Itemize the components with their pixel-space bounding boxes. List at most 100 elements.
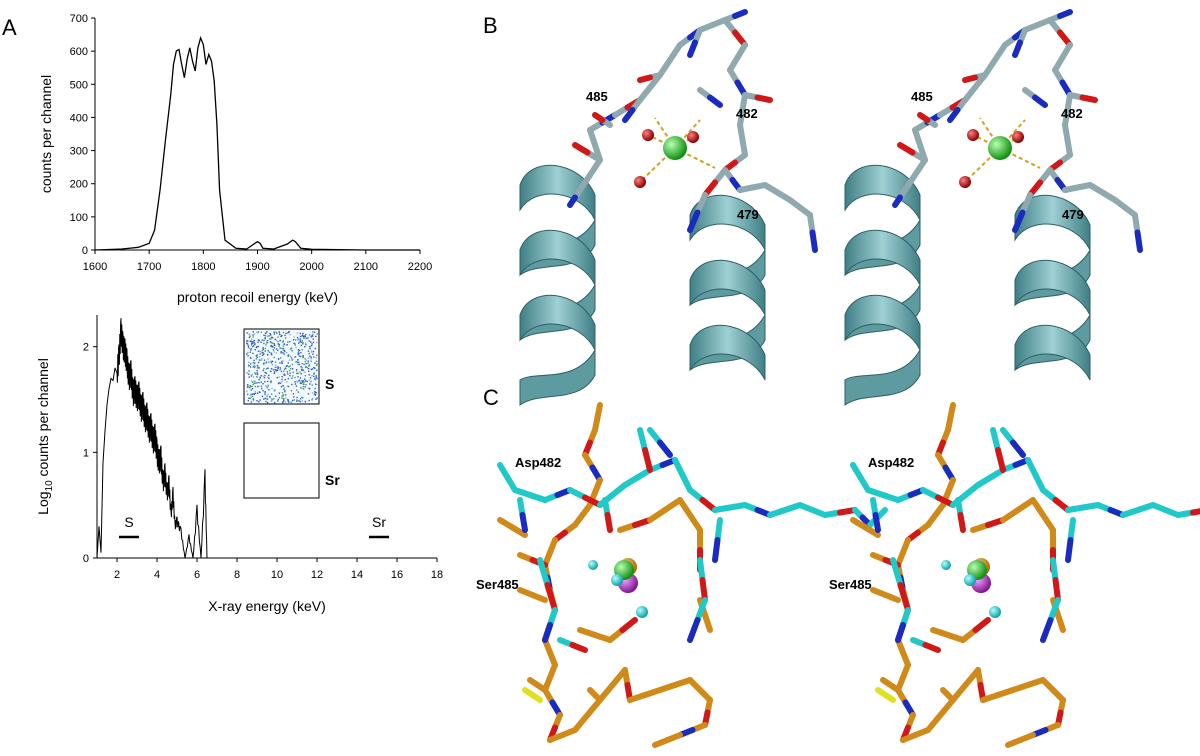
inset-pixel	[261, 351, 263, 354]
bond-stick	[592, 112, 606, 123]
inset-pixel	[293, 396, 295, 398]
inset-pixel	[283, 398, 285, 400]
inset-pixel	[262, 352, 264, 354]
inset-pixel	[314, 394, 317, 396]
inset-pixel	[285, 367, 287, 370]
inset-pixel	[310, 357, 313, 360]
inset-pixel	[287, 399, 289, 401]
inset-pixel	[246, 372, 249, 374]
inset-pixel	[270, 345, 272, 347]
inset-pixel	[278, 345, 280, 347]
inset-pixel	[314, 362, 316, 364]
x-tick-label: 8	[234, 569, 240, 581]
x-tick-label: 1700	[137, 261, 161, 273]
coordination-bond	[654, 117, 676, 149]
inset-pixel	[254, 381, 256, 383]
inset-pixel	[291, 350, 293, 352]
inset-pixel	[253, 359, 255, 362]
inset-pixel	[279, 367, 282, 369]
inset-pixel	[248, 397, 250, 399]
inset-pixel	[309, 355, 311, 357]
helix-ribbon	[519, 164, 596, 406]
bond-stick	[509, 524, 528, 538]
element-marker-label: Sr	[372, 514, 386, 530]
ion-cyan	[964, 574, 976, 586]
inset-pixel	[307, 368, 310, 370]
inset-pixel	[265, 332, 267, 334]
inset-pixel	[312, 333, 314, 335]
inset-pixel	[264, 397, 266, 400]
inset-pixel	[305, 343, 307, 346]
inset-pixel	[267, 354, 269, 356]
inset-frame	[243, 422, 320, 499]
inset-pixel	[288, 369, 291, 372]
inset-pixel	[270, 334, 272, 336]
ion-cyan	[636, 606, 648, 618]
inset-pixel	[307, 360, 309, 362]
bond-stick	[895, 622, 906, 643]
inset-pixel	[313, 366, 315, 369]
inset-pixel	[279, 369, 281, 371]
inset-pixel	[252, 342, 254, 344]
bond-stick	[962, 74, 978, 83]
inset-pixel	[304, 375, 307, 377]
bond-stick	[714, 517, 723, 543]
inset-pixel	[247, 340, 249, 342]
inset-pixel	[257, 361, 260, 364]
inset-pixel	[257, 331, 260, 333]
bond-stick	[1005, 737, 1024, 748]
inset-pixel	[255, 358, 258, 360]
inset-pixel	[308, 399, 310, 402]
inset-pixel	[272, 345, 274, 348]
inset-pixel	[280, 370, 283, 373]
inset-pixel	[282, 331, 285, 334]
water-oxygen	[959, 176, 971, 188]
inset-pixel	[295, 361, 297, 363]
inset-pixel	[262, 375, 264, 377]
inset-pixel	[252, 334, 254, 336]
inset-pixel	[277, 349, 279, 351]
inset-pixel	[247, 347, 250, 349]
inset-pixel	[287, 332, 289, 334]
inset-pixel	[266, 386, 268, 388]
water-oxygen	[967, 129, 979, 141]
inset-pixel	[252, 345, 255, 347]
inset-pixel	[271, 346, 273, 348]
inset-pixel	[316, 363, 318, 365]
bond-stick	[957, 512, 966, 533]
inset-pixel	[281, 380, 283, 383]
y-tick-label: 1	[83, 447, 89, 459]
inset-pixel	[254, 366, 256, 369]
inset-pixel	[280, 352, 282, 354]
inset-pixel	[250, 375, 253, 377]
inset-pixel	[297, 372, 299, 375]
panel-label-b: B	[483, 13, 498, 38]
inset-pixel	[265, 344, 267, 346]
inset-pixel	[315, 375, 317, 377]
inset-pixel	[286, 365, 288, 367]
inset-pixel	[273, 343, 275, 345]
residue-label: Asp482	[515, 455, 561, 470]
inset-pixel	[274, 389, 276, 391]
inset-pixel	[308, 370, 310, 372]
inset-pixel	[312, 350, 315, 353]
bond-stick	[945, 692, 956, 703]
inset-pixel	[250, 344, 253, 346]
inset-pixel	[309, 388, 311, 390]
inset-pixel	[250, 340, 252, 343]
inset-pixel	[279, 333, 281, 336]
inset-pixel	[263, 334, 265, 336]
inset-pixel	[291, 359, 293, 361]
bond-stick	[992, 42, 1008, 63]
inset-pixel	[270, 381, 272, 384]
inset-pixel	[296, 332, 299, 334]
inset-pixel	[301, 339, 304, 342]
bond-stick	[637, 427, 648, 453]
inset-pixel	[253, 380, 256, 382]
helix-ribbon	[689, 194, 766, 381]
inset-pixel	[316, 333, 318, 335]
inset-pixel	[277, 368, 279, 370]
inset-pixel	[308, 352, 310, 355]
inset-pixel	[278, 392, 281, 394]
bond-stick	[982, 57, 998, 78]
